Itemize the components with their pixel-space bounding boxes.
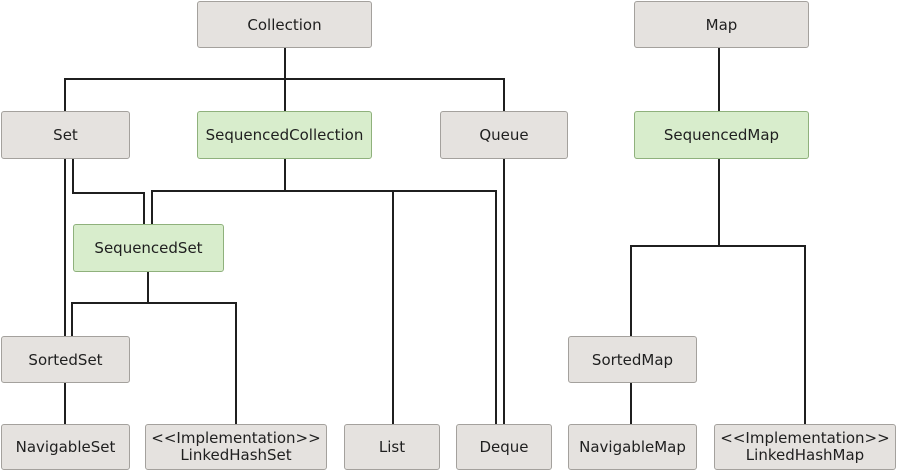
sequenced-set-label: SequencedSet [94, 239, 203, 257]
navigable-map-node: NavigableMap [568, 424, 697, 470]
connector-sequencedmap-children [630, 159, 806, 424]
sorted-set-node: SortedSet [1, 336, 130, 383]
linked-hash-set-text: <<Implementation>> LinkedHashSet [151, 430, 320, 464]
sequenced-collection-node: SequencedCollection [197, 111, 372, 159]
sequenced-map-node: SequencedMap [634, 111, 809, 159]
navigable-set-node: NavigableSet [1, 424, 130, 470]
linked-hash-map-text: <<Implementation>> LinkedHashMap [720, 430, 889, 464]
sorted-set-label: SortedSet [28, 350, 103, 369]
sequenced-set-node: SequencedSet [73, 224, 224, 272]
list-node: List [344, 424, 440, 470]
map-label: Map [705, 15, 738, 34]
sorted-map-label: SortedMap [591, 350, 674, 369]
connector-set-sequencedset [72, 159, 145, 224]
set-node: Set [1, 111, 130, 159]
collection-label: Collection [247, 15, 322, 34]
sorted-map-node: SortedMap [568, 336, 697, 383]
navigable-map-label: NavigableMap [579, 438, 686, 456]
linked-hash-set-node: <<Implementation>> LinkedHashSet [145, 424, 327, 470]
linked-hash-set-label: LinkedHashSet [180, 446, 292, 464]
set-label: Set [53, 126, 78, 144]
sequenced-map-label: SequencedMap [663, 126, 780, 144]
connector-collection-children [64, 47, 505, 111]
queue-node: Queue [440, 111, 568, 159]
linked-hash-map-stereotype: <<Implementation>> [720, 429, 890, 447]
connector-sequencedset-children [71, 271, 237, 424]
linked-hash-set-stereotype: <<Implementation>> [151, 429, 321, 447]
linked-hash-map-node: <<Implementation>> LinkedHashMap [714, 424, 896, 470]
linked-hash-map-label: LinkedHashMap [745, 446, 865, 464]
sequenced-collection-label: SequencedCollection [205, 126, 364, 144]
list-label: List [378, 438, 406, 456]
navigable-set-label: NavigableSet [15, 438, 116, 456]
map-node: Map [634, 1, 809, 48]
connector-seqcollection-children [151, 159, 497, 424]
collection-node: Collection [197, 1, 372, 48]
queue-label: Queue [479, 126, 529, 144]
deque-label: Deque [479, 438, 529, 456]
deque-node: Deque [456, 424, 552, 470]
